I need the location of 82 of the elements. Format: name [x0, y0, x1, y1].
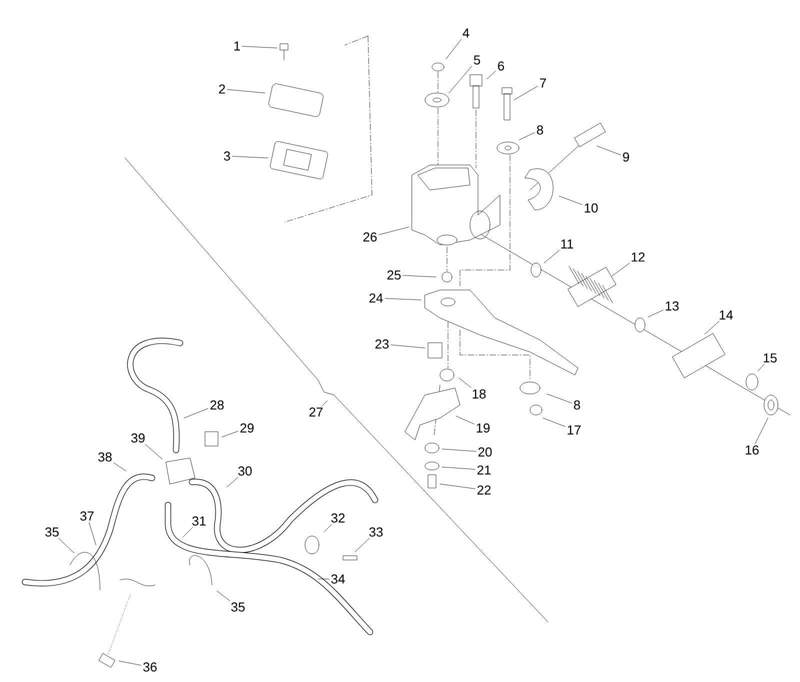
leader-line — [440, 484, 476, 489]
leader-line — [318, 578, 330, 580]
leader-line — [596, 146, 621, 156]
leader-line — [754, 418, 768, 444]
leader-line — [518, 132, 535, 140]
leader-line — [390, 344, 426, 348]
leader-line — [222, 431, 238, 438]
leader-line — [402, 275, 436, 278]
leader-line — [324, 524, 332, 532]
leader-line — [546, 394, 572, 404]
callout-number: 37 — [80, 511, 94, 521]
callout-number: 15 — [764, 353, 777, 363]
leader-line — [542, 418, 566, 427]
leader-line — [544, 250, 560, 264]
leader-line — [118, 660, 142, 666]
leader-line — [486, 70, 496, 80]
callout-number: 33 — [369, 527, 383, 537]
callout-number: 10 — [584, 203, 598, 213]
callout-number: 17 — [568, 426, 581, 434]
leader-line — [184, 408, 208, 418]
callout-number: 6 — [498, 61, 504, 71]
leader-line — [242, 46, 278, 48]
callout-number: 19 — [476, 423, 490, 433]
leader-line — [648, 310, 664, 318]
leader-line — [227, 89, 266, 94]
callout-number: 26 — [363, 232, 377, 242]
leader-line — [456, 416, 474, 424]
callout-number: 11 — [561, 240, 574, 248]
callout-number: 31 — [192, 516, 206, 526]
leader-line — [145, 444, 162, 460]
leader-line — [704, 320, 720, 334]
leader-line — [216, 590, 230, 601]
callout-number: 2 — [219, 84, 225, 94]
callout-number: 35 — [231, 602, 245, 612]
callout-number: 32 — [331, 513, 345, 523]
leader-line — [442, 466, 476, 470]
callout-number: 3 — [224, 151, 230, 161]
callout-number: 25 — [387, 270, 401, 280]
leader-line — [384, 298, 422, 300]
leader-line — [182, 527, 193, 538]
leader-line — [114, 462, 126, 472]
leader-line — [88, 522, 96, 546]
leader-line — [612, 263, 630, 276]
callout-number: 5 — [474, 55, 480, 65]
callout-number: 1 — [234, 42, 240, 50]
callout-number: 27 — [309, 407, 323, 417]
callout-number: 35 — [45, 527, 59, 537]
callout-number: 36 — [143, 662, 157, 672]
callout-number: 13 — [666, 301, 679, 311]
leader-line — [558, 196, 582, 205]
callout-number: 16 — [746, 445, 759, 455]
leader-line — [232, 156, 268, 158]
leader-line — [758, 364, 764, 372]
callout-number: 34 — [331, 574, 345, 584]
leader-line — [378, 226, 410, 235]
callout-number: 4 — [462, 28, 470, 38]
callout-number: 8 — [536, 125, 544, 135]
callout-number: 30 — [238, 466, 252, 476]
leader-line — [514, 86, 538, 100]
callout-number: 7 — [540, 78, 546, 88]
leader-line — [226, 477, 238, 488]
callout-number: 28 — [210, 400, 224, 410]
leader-line — [58, 538, 74, 554]
callout-number: 14 — [720, 310, 733, 320]
callout-number: 29 — [240, 423, 254, 433]
callout-number: 22 — [477, 485, 491, 495]
callout-number: 8 — [574, 400, 580, 410]
callout-number: 12 — [632, 252, 645, 262]
callout-number: 39 — [131, 433, 145, 443]
leader-line — [448, 66, 472, 94]
leader-line — [354, 538, 370, 552]
leader-line — [458, 378, 472, 388]
callout-number: 23 — [375, 339, 389, 349]
leader-line — [322, 400, 328, 406]
callout-number: 21 — [477, 465, 491, 475]
leader-line — [442, 448, 476, 452]
callout-number: 18 — [472, 389, 486, 399]
callout-number: 24 — [369, 293, 383, 303]
callout-number: 20 — [478, 447, 492, 457]
callout-number: 9 — [623, 152, 629, 162]
callout-number: 38 — [98, 452, 112, 462]
leader-line — [446, 38, 462, 60]
